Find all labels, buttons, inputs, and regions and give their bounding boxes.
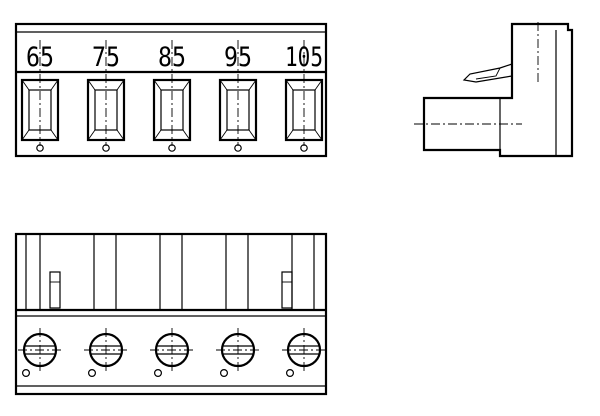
terminal-label-4: 95	[224, 42, 252, 73]
terminal-label-2: 75	[92, 42, 120, 73]
terminal-bevel-3	[153, 79, 191, 141]
terminal-labels: 65 75 85 95 105	[26, 42, 323, 73]
side-latch-inner	[475, 67, 501, 80]
bottom-post-left	[49, 271, 61, 309]
screw-pin-hole-5	[286, 369, 295, 378]
terminal-pin-hole-2	[102, 144, 110, 152]
side-view	[414, 22, 574, 158]
terminal-bevel-4	[219, 79, 257, 141]
front-view	[14, 22, 328, 158]
screw-pin-hole-2	[87, 369, 96, 378]
bottom-post-right	[281, 271, 293, 309]
screw-pin-hole-3	[154, 369, 163, 378]
front-terminals	[20, 40, 324, 152]
terminal-bevel-5	[285, 79, 323, 141]
terminal-pin-hole-5	[300, 144, 308, 152]
bottom-screws	[18, 328, 326, 378]
terminal-label-5: 105	[285, 42, 323, 73]
bottom-view	[14, 232, 328, 396]
bottom-body	[14, 232, 328, 396]
screw-pin-hole-4	[220, 369, 229, 378]
terminal-bevel-1	[21, 79, 59, 141]
front-body	[14, 22, 328, 158]
side-profile	[422, 22, 574, 158]
terminal-label-3: 85	[158, 42, 186, 73]
terminal-bevel-2	[87, 79, 125, 141]
terminal-pin-hole-3	[168, 144, 176, 152]
bottom-ribs	[25, 234, 315, 310]
terminal-pin-hole-1	[36, 144, 44, 152]
side-latch	[462, 63, 513, 83]
terminal-label-1: 65	[26, 42, 54, 73]
screw-pin-hole-1	[22, 369, 31, 378]
terminal-pin-hole-4	[234, 144, 242, 152]
